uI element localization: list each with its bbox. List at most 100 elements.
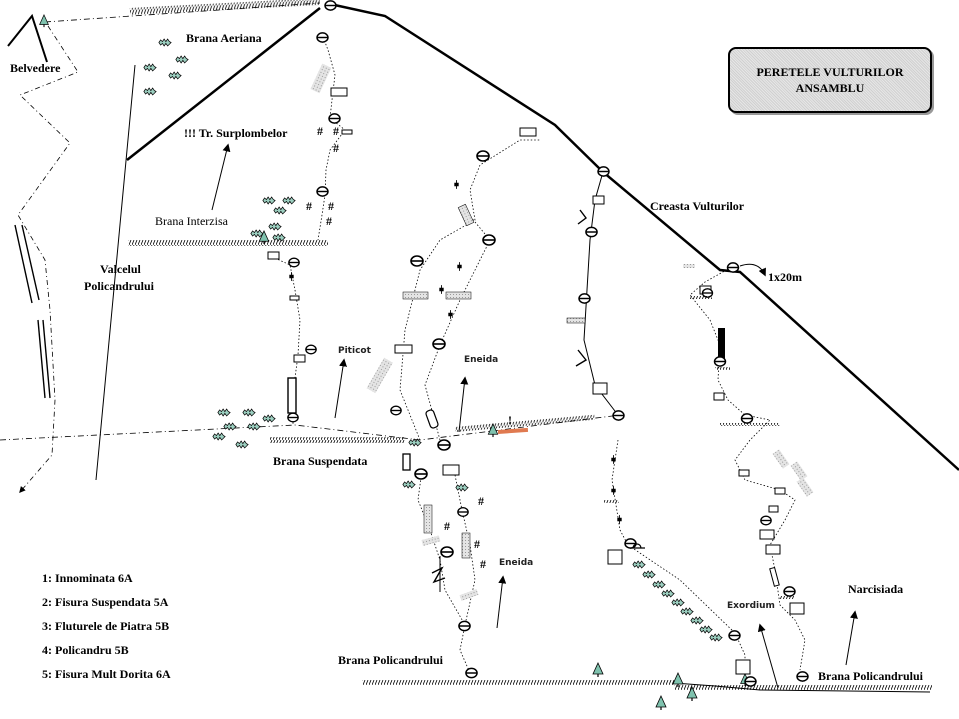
bush-icon (690, 616, 704, 625)
bush-icon (242, 408, 256, 417)
arrow-narcisiada (845, 610, 858, 666)
route-legend: 1: Innominata 6A 2: Fisura Suspendata 5A… (42, 566, 171, 686)
label-brana-policandrului-right: Brana Policandrului (818, 669, 924, 683)
tree-icon (672, 672, 684, 688)
belay-station-icon (744, 676, 757, 687)
bush-icon (175, 55, 189, 64)
belay-station-icon (324, 0, 337, 11)
bush-icon (158, 38, 172, 47)
topo-feature (442, 464, 460, 476)
topo-feature (394, 344, 413, 354)
bolt-icon (288, 272, 295, 281)
belay-station-icon (482, 234, 496, 246)
ridge-line (329, 2, 959, 471)
crack-marker: # (444, 519, 450, 533)
topo-feature (425, 409, 439, 429)
bush-icon (632, 560, 646, 569)
topo-feature (459, 589, 479, 601)
topo-feature (769, 566, 780, 587)
belay-box (341, 129, 353, 135)
bush-icon (273, 206, 287, 215)
topo-feature (604, 500, 619, 503)
bolt-icon (453, 180, 460, 189)
bush-icon (699, 625, 713, 634)
belay-station-icon (437, 439, 451, 451)
belay-station-icon (612, 410, 625, 421)
bush-icon (282, 196, 296, 205)
gully-lines (14, 224, 51, 399)
topo-feature (774, 487, 786, 495)
belay-station-icon (458, 620, 471, 632)
topo-feature (720, 423, 780, 426)
topo-feature (738, 469, 750, 477)
valcelul-line (95, 64, 136, 481)
label-rappel: 1x20m (768, 270, 802, 284)
bush-icon (217, 408, 231, 417)
route-policandru (417, 469, 471, 674)
rappel-arrow (739, 263, 766, 277)
belay-station-icon (585, 226, 598, 238)
topo-feature (790, 461, 808, 481)
belay-station-icon (457, 506, 469, 518)
arrow-eneida-upper (458, 376, 469, 433)
label-creasta-vulturilor: Creasta Vulturilor (650, 199, 745, 213)
topo-feature (519, 127, 537, 137)
bush-icon (143, 87, 157, 96)
belay-station-icon (713, 356, 727, 367)
belay-station-icon (316, 32, 329, 43)
belay-station-icon (432, 338, 446, 350)
topo-feature (768, 505, 779, 513)
belay-station-icon (740, 413, 754, 424)
label-valcelul: Valcelul (100, 262, 142, 276)
belay-station-icon (726, 262, 740, 273)
bush-icon (235, 440, 249, 449)
belay-station-icon (414, 468, 428, 480)
topo-feature (289, 295, 300, 301)
route-narcisiada (689, 267, 806, 671)
crack-marker: # (333, 124, 339, 138)
route-label-eneida-upper: Eneida (464, 355, 498, 365)
crack-marker: # (478, 494, 484, 508)
topo-feature (607, 549, 623, 565)
arrow-piticot (334, 358, 347, 419)
belvedere-peak (7, 13, 48, 63)
topo-feature (592, 382, 608, 395)
belay-station-icon (476, 150, 490, 162)
label-brana-interzisa: Brana Interzisa (155, 214, 229, 228)
bush-icon (402, 480, 416, 489)
belay-station-icon (328, 113, 341, 124)
label-brana-aeriana: Brana Aeriana (186, 31, 262, 45)
route-segment (630, 543, 645, 549)
belay-station-icon (624, 538, 637, 549)
title-line-1: PERETELE VULTURILOR (756, 65, 904, 79)
bush-icon (661, 589, 675, 598)
route-segment (14, 224, 33, 304)
suspendata-dashdot (0, 414, 621, 441)
bush-icon (671, 598, 685, 607)
arrow-eneida-lower (496, 575, 507, 629)
crack-marker: # (474, 537, 480, 551)
bush-icon (680, 607, 694, 616)
legend-item: 1: Innominata 6A (42, 571, 133, 585)
topo-feature (293, 354, 306, 363)
bush-icon (262, 414, 276, 423)
route-middle-right (583, 171, 619, 416)
topo-feature (421, 535, 441, 546)
bush-icon (262, 196, 276, 205)
bush-icon (168, 71, 182, 80)
topo-feature (683, 264, 695, 268)
belay-station-icon (701, 288, 714, 298)
topo-feature (566, 317, 586, 324)
topo-feature (457, 203, 475, 227)
crack-marker: # (480, 557, 486, 571)
title-box: PERETELE VULTURILOR ANSAMBLU (728, 47, 932, 113)
bush-icon (272, 233, 286, 242)
topo-feature (366, 357, 393, 394)
topo-feature (402, 453, 411, 471)
label-brana-suspendata: Brana Suspendata (273, 454, 367, 468)
bush-icon (709, 633, 723, 642)
belay-station-icon (288, 257, 300, 268)
legend-item: 3: Fluturele de Piatra 5B (42, 619, 170, 633)
route-eneida-upper (399, 139, 540, 441)
chimney (287, 377, 297, 414)
